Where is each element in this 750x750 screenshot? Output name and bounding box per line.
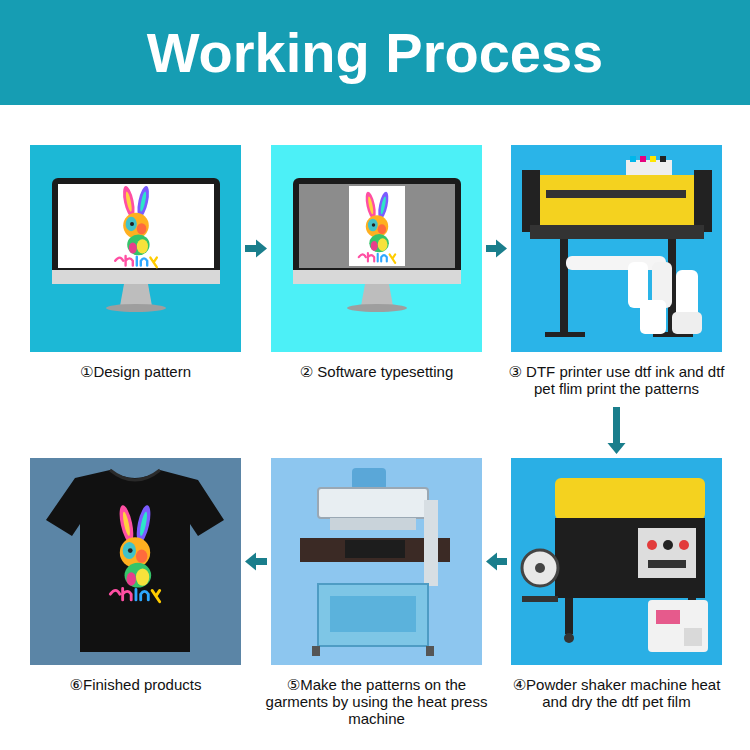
- shaker-panel: [638, 528, 696, 578]
- typesetting-panel: [271, 145, 482, 352]
- typesetting-panel: [361, 284, 393, 306]
- press-panel: [426, 646, 434, 656]
- printer-panel: [522, 170, 540, 232]
- press-panel: [318, 584, 428, 646]
- printer-panel: [630, 156, 636, 162]
- printer-panel: [560, 239, 568, 334]
- design-panel: [52, 270, 220, 284]
- press-panel: [352, 468, 386, 490]
- printer-panel: [650, 156, 656, 162]
- tshirt-panel: [30, 458, 241, 665]
- printer-panel: [530, 225, 704, 239]
- process-step: ①Design pattern: [30, 145, 241, 380]
- flow-arrow: [486, 240, 507, 258]
- typesetting-panel: [271, 145, 482, 352]
- printer-panel: [660, 156, 666, 162]
- step-image-panel: [30, 458, 241, 665]
- step-image-panel: [30, 145, 241, 352]
- typesetting-panel: [299, 184, 455, 268]
- design-panel: [30, 145, 241, 352]
- shaker-panel: [647, 540, 657, 550]
- step-image-panel: [271, 145, 482, 352]
- tshirt-panel: [110, 504, 159, 602]
- press-panel: [345, 540, 405, 558]
- process-step: ⑥Finished products: [30, 458, 241, 693]
- process-step: ⑤Make the patterns on the garments by us…: [271, 458, 482, 727]
- step-caption: ③ DTF printer use dtf ink and dtf pet fl…: [504, 363, 729, 397]
- printer-panel: [640, 156, 646, 162]
- press-panel: [330, 518, 416, 530]
- typesetting-panel: [347, 304, 407, 312]
- shaker-panel: [684, 628, 702, 646]
- step-caption: ② Software typesetting: [264, 363, 489, 380]
- shaker-panel: [555, 478, 705, 520]
- step-image-panel: [511, 145, 722, 352]
- design-panel: [30, 145, 241, 352]
- step-caption: ④Powder shaker machine heat and dry the …: [504, 676, 729, 710]
- shaker-panel: [522, 550, 558, 586]
- printer-panel: [511, 145, 722, 352]
- printer-panel: [626, 160, 672, 176]
- shaker-panel: [656, 610, 680, 624]
- press-panel: [271, 458, 482, 665]
- process-step: ② Software typesetting: [271, 145, 482, 380]
- step-caption: ⑤Make the patterns on the garments by us…: [264, 676, 489, 727]
- printer-panel: [522, 175, 712, 225]
- shaker-panel: [663, 540, 673, 550]
- printer-panel: [640, 300, 666, 334]
- design-panel: [106, 304, 166, 312]
- design-panel: [58, 184, 214, 268]
- typesetting-panel: [349, 186, 405, 266]
- process-step: ④Powder shaker machine heat and dry the …: [511, 458, 722, 710]
- press-panel: [271, 458, 482, 665]
- title: Working Process: [0, 0, 750, 105]
- press-panel: [318, 488, 428, 518]
- step-image-panel: [511, 458, 722, 665]
- step-caption: ⑥Finished products: [23, 676, 248, 693]
- design-panel: [52, 178, 220, 284]
- printer-panel: [546, 190, 686, 198]
- printer-panel: [672, 312, 702, 334]
- shaker-panel: [511, 458, 722, 665]
- process-step: ③ DTF printer use dtf ink and dtf pet fl…: [511, 145, 722, 397]
- printer-panel: [511, 145, 722, 352]
- step-image-panel: [271, 458, 482, 665]
- shaker-panel: [535, 563, 545, 573]
- design-panel: [120, 284, 152, 306]
- printer-panel: [694, 170, 712, 232]
- typesetting-panel: [359, 191, 395, 263]
- typesetting-panel: [293, 178, 461, 284]
- flow-arrow: [486, 553, 507, 571]
- tshirt-panel: [110, 470, 160, 480]
- flow-arrow: [245, 240, 267, 258]
- typesetting-panel: [293, 270, 461, 284]
- title-band: Working Process: [0, 0, 750, 105]
- step-caption: ①Design pattern: [23, 363, 248, 380]
- shaker-panel: [555, 518, 705, 598]
- press-panel: [312, 646, 320, 656]
- press-panel: [330, 596, 416, 632]
- tshirt-panel: [46, 470, 224, 652]
- tshirt-panel: [30, 458, 241, 665]
- shaker-panel: [648, 600, 708, 652]
- flow-arrow: [245, 553, 267, 571]
- printer-panel: [545, 332, 585, 337]
- shaker-panel: [565, 598, 573, 634]
- shaker-panel: [648, 560, 686, 568]
- flow-arrow: [608, 407, 626, 454]
- printer-panel: [566, 256, 666, 270]
- press-panel: [424, 500, 438, 586]
- shaker-panel: [679, 540, 689, 550]
- shaker-panel: [564, 633, 574, 643]
- shaker-panel: [522, 596, 558, 602]
- design-panel: [115, 185, 157, 267]
- shaker-panel: [511, 458, 722, 665]
